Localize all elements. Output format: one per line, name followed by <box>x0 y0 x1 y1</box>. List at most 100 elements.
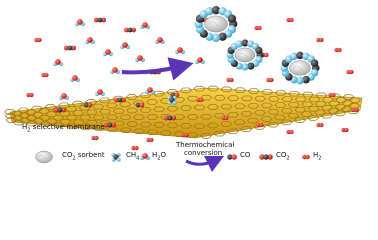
membrane-hex-cell <box>247 117 260 124</box>
membrane-hex-cell <box>166 122 179 129</box>
hydrogen-molecule-icon <box>196 97 204 103</box>
hydrogen-molecule-icon <box>316 37 324 43</box>
adsorbed-atom <box>227 14 237 23</box>
adsorbed-atom <box>241 63 249 71</box>
membrane-hex-cell <box>294 96 307 103</box>
membrane-hex-cell <box>261 89 274 95</box>
carbon-atom <box>117 97 123 103</box>
membrane-hex-cell <box>146 99 159 105</box>
oxygen-atom <box>121 97 126 103</box>
membrane-hex-cell <box>125 94 138 100</box>
membrane-hex-cell <box>133 128 146 134</box>
adsorbed-atom <box>290 52 298 61</box>
hydrogen-atom <box>337 47 342 53</box>
hydrogen-atom <box>184 132 189 138</box>
membrane-hex-cell <box>65 106 78 112</box>
membrane-hex-cell <box>280 107 293 114</box>
membrane-hex-cell <box>186 132 199 138</box>
membrane-hex-cell <box>139 92 152 99</box>
hydrogen-molecule-icon <box>341 127 349 133</box>
oxygen-atom <box>61 107 66 113</box>
oxygen-atom <box>61 93 67 99</box>
membrane-hex-cell <box>294 106 307 113</box>
water-molecule-icon <box>70 75 80 82</box>
carbon-atom <box>135 102 141 108</box>
oxygen-atom <box>164 115 169 121</box>
membrane-hex-cell <box>260 102 273 109</box>
hydrogen-atom <box>146 137 151 143</box>
membrane-hex-cell <box>112 108 125 114</box>
membrane-hex-cell <box>206 104 219 110</box>
membrane-hex-cell <box>72 110 85 116</box>
membrane-hex-cell <box>153 106 166 113</box>
adsorbed-atom <box>235 40 243 48</box>
membrane-hex-cell <box>71 100 84 107</box>
oxygen-atom <box>97 89 103 95</box>
hydrogen-molecule-icon <box>286 17 294 23</box>
water-molecule-icon <box>145 87 155 94</box>
membrane-hex-cell <box>66 123 79 130</box>
membrane-hex-cell <box>233 103 246 109</box>
hydrogen-atom <box>196 97 201 103</box>
membrane-hex-cell <box>347 108 360 114</box>
membrane-hex-cell <box>220 103 233 110</box>
hydrogen-atom <box>26 92 31 98</box>
hydrogen-atom <box>286 129 291 135</box>
carbon-atom <box>107 122 113 128</box>
oxygen-atom <box>94 17 99 23</box>
hydrogen-atom <box>328 92 333 98</box>
membrane-hex-cell <box>240 126 253 132</box>
membrane-hex-cell <box>207 85 220 92</box>
legend-hydrogen-molecule-icon <box>302 154 310 160</box>
membrane-hex-cell <box>132 114 145 120</box>
hydrogen-molecule-icon <box>334 47 342 53</box>
oxygen-atom <box>171 115 177 121</box>
adsorbed-atom <box>211 6 221 15</box>
sorbent-particle-icon <box>226 39 264 71</box>
adsorbed-atom <box>296 51 304 60</box>
membrane-hex-cell <box>105 102 118 109</box>
hydrogen-atom <box>346 69 351 75</box>
water-molecule-icon <box>53 59 63 66</box>
hydrogen-molecule-icon <box>181 132 189 138</box>
hydrogen-atom <box>116 157 121 162</box>
membrane-hex-cell <box>92 103 105 110</box>
hydrogen-atom <box>131 145 136 151</box>
water-molecule-icon <box>135 55 145 62</box>
membrane-hex-cell <box>119 127 132 134</box>
membrane-hex-cell <box>227 111 240 118</box>
water-molecule-icon <box>120 42 130 49</box>
membrane-hex-cell <box>333 110 346 117</box>
membrane-hex-cell <box>45 118 58 125</box>
legend-co2-label: CO2 <box>276 151 290 162</box>
methane-molecule-icon <box>167 95 177 105</box>
carbon-atom <box>263 154 269 160</box>
hydrogen-atom <box>181 132 186 138</box>
membrane-hex-cell <box>153 122 166 128</box>
water-molecule-icon <box>95 89 105 96</box>
hydrogen-atom <box>41 72 46 78</box>
hydrogen-molecule-icon <box>346 69 354 75</box>
hydrogen-atom <box>256 122 261 128</box>
legend-carbon-dioxide-molecule-icon <box>259 154 273 160</box>
carbon-dioxide-molecule-icon <box>114 97 126 103</box>
water-molecule-icon <box>175 47 185 54</box>
hydrogen-molecule-icon <box>146 137 154 143</box>
hydrogen-atom <box>229 77 234 83</box>
oxygen-atom <box>122 42 128 48</box>
oxygen-atom <box>139 102 145 108</box>
hydrogen-atom <box>341 127 346 133</box>
membrane-hex-cell <box>112 120 125 127</box>
hydrogen-atom <box>354 107 359 113</box>
membrane-hex-cell <box>31 112 44 118</box>
membrane-hex-cell <box>227 95 240 101</box>
membrane-hex-cell <box>200 133 213 139</box>
carbon-dioxide-molecule-icon <box>124 27 137 33</box>
hydrogen-atom <box>334 47 339 53</box>
water-molecule-icon <box>103 49 113 56</box>
membrane-hex-cell <box>98 97 111 104</box>
hydrogen-atom <box>289 129 294 135</box>
membrane-hex-cell <box>213 112 226 119</box>
membrane-hex-cell <box>126 121 139 127</box>
hydrogen-atom <box>289 17 294 23</box>
